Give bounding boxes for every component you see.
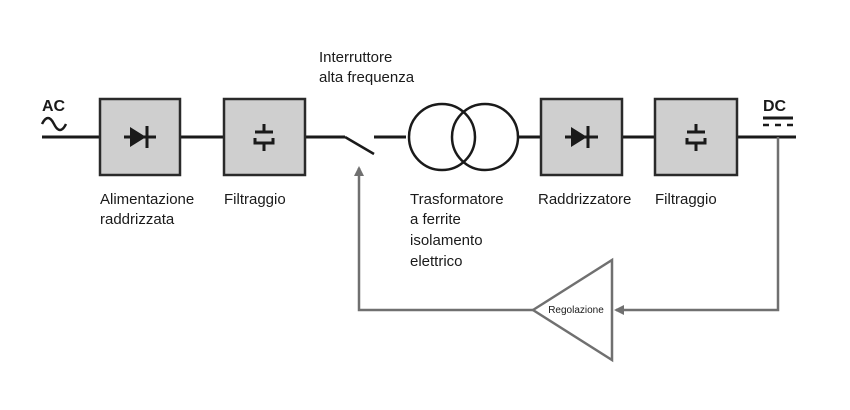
diode-icon — [565, 126, 598, 148]
capacitor-icon — [685, 124, 707, 151]
switch-label: Interruttore alta frequenza — [319, 49, 415, 86]
rectifier-label: Raddrizzatore — [538, 191, 631, 208]
rectifier-block — [539, 97, 624, 177]
high-frequency-switch — [344, 135, 375, 156]
dc-label: DC — [763, 98, 787, 115]
regulation-label: Regolazione — [548, 305, 604, 316]
rectified-supply-label: Alimentazione raddrizzata — [100, 191, 198, 228]
capacitor-icon — [253, 124, 275, 151]
filter-1-block — [222, 97, 307, 177]
filter-1-label: Filtraggio — [224, 191, 286, 208]
filter-2-block — [653, 97, 739, 177]
ac-sine-icon — [40, 116, 68, 132]
filter-2-label: Filtraggio — [655, 191, 717, 208]
rectified-supply-block — [98, 97, 182, 177]
regulation-amplifier — [530, 257, 614, 363]
transformer-symbol — [407, 102, 520, 172]
diode-icon — [124, 126, 156, 148]
ac-label: AC — [42, 98, 66, 115]
feedback-loop — [354, 137, 780, 315]
transformer-label: Trasformatore a ferrite isolamento elett… — [410, 191, 508, 270]
dc-symbol-icon — [763, 116, 793, 127]
